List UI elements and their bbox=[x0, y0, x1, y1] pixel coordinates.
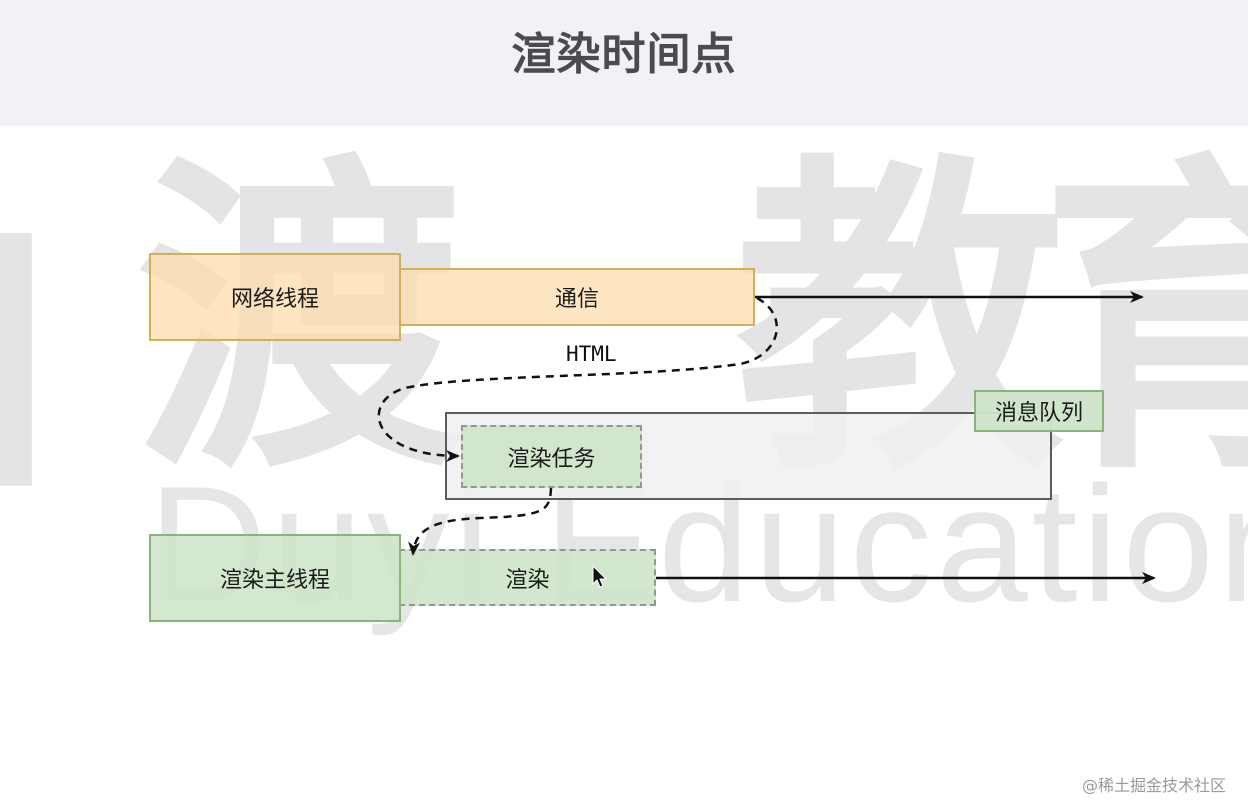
watermark-char: ■ bbox=[0, 166, 62, 496]
html-dashed-edge bbox=[377, 296, 778, 462]
network-thread-box[interactable]: 网络线程 bbox=[149, 253, 401, 341]
footer-credit: @稀土掘金技术社区 bbox=[1081, 776, 1226, 795]
task-to-render-dashed-edge bbox=[408, 487, 553, 556]
render-main-thread-label: 渲染主线程 bbox=[219, 568, 330, 593]
communication-box[interactable]: 通信 bbox=[399, 268, 755, 326]
render-main-thread-box[interactable]: 渲染主线程 bbox=[149, 534, 401, 622]
network-thread-label: 网络线程 bbox=[230, 287, 319, 312]
page-title: 渲染时间点 bbox=[511, 29, 737, 80]
render-box[interactable]: 渲染 bbox=[399, 549, 656, 606]
header-bar: 渲染时间点 bbox=[0, 0, 1248, 126]
html-edge-label: HTML bbox=[566, 342, 617, 366]
mouse-cursor-icon bbox=[592, 564, 608, 588]
render-task-box[interactable]: 渲染任务 bbox=[461, 425, 642, 488]
message-queue-label-box[interactable]: 消息队列 bbox=[974, 390, 1104, 432]
edges-layer bbox=[377, 291, 1156, 588]
diagram-canvas: ■ 渡 教 育 Duyi Education 通信 网络线程 消息队列 渲染任务… bbox=[0, 126, 1248, 806]
render-task-label: 渲染任务 bbox=[507, 446, 596, 472]
render-label: 渲染 bbox=[505, 567, 550, 593]
message-queue-label: 消息队列 bbox=[994, 401, 1083, 426]
communication-label: 通信 bbox=[554, 287, 599, 312]
